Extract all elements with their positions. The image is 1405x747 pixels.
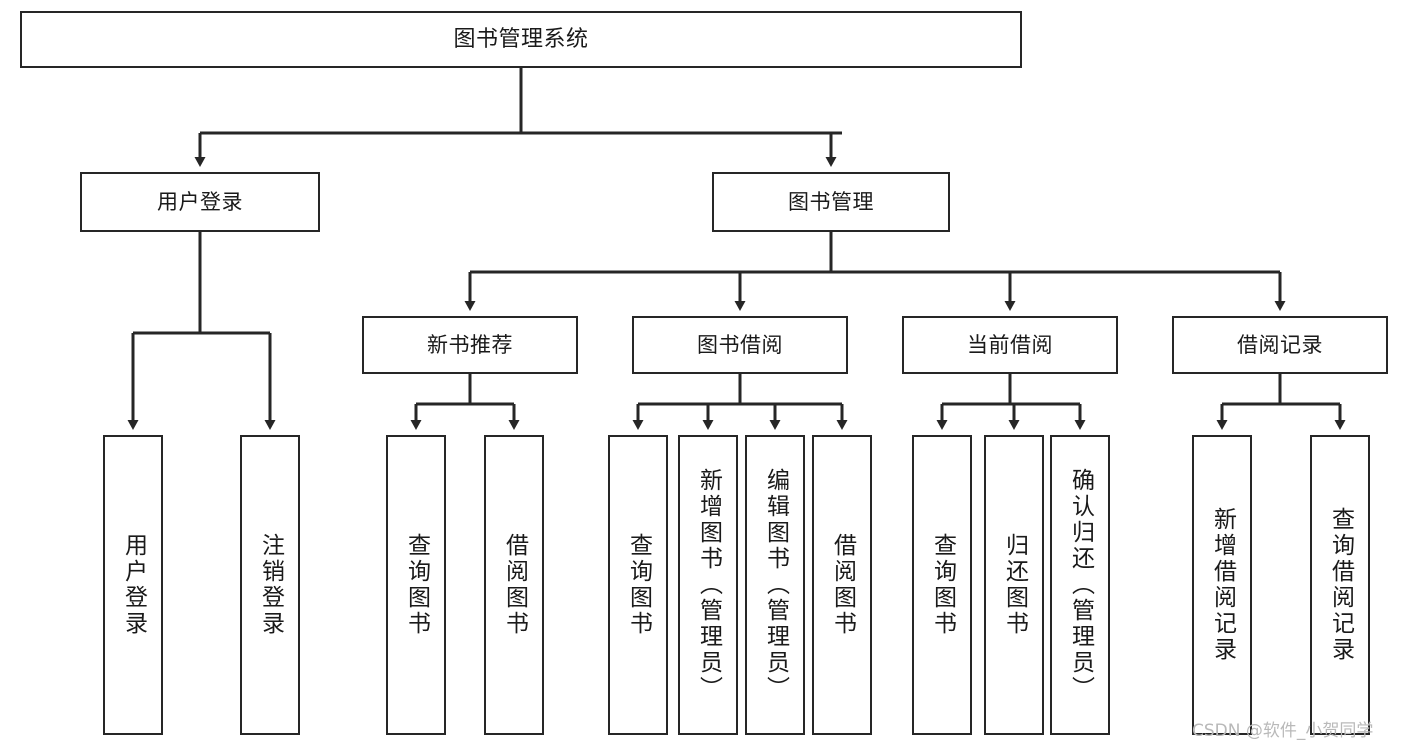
node-book-borrow[interactable]: 图书借阅 xyxy=(632,316,848,374)
node-leaf-logout-label: 注销登录 xyxy=(257,533,284,637)
node-root-label: 图书管理系统 xyxy=(453,26,589,52)
node-leaf-add-book-label: 新增图书（管理员） xyxy=(695,468,722,702)
node-new-book-rec[interactable]: 新书推荐 xyxy=(362,316,578,374)
node-leaf-borrow-book-2-label: 借阅图书 xyxy=(829,533,856,637)
node-leaf-query-book-1-label: 查询图书 xyxy=(403,533,430,637)
node-borrow-record[interactable]: 借阅记录 xyxy=(1172,316,1388,374)
node-leaf-edit-book-label: 编辑图书（管理员） xyxy=(762,468,789,702)
node-leaf-borrow-book-1-label: 借阅图书 xyxy=(501,533,528,637)
node-leaf-add-record[interactable]: 新增借阅记录 xyxy=(1192,435,1252,735)
node-leaf-query-book-2-label: 查询图书 xyxy=(625,533,652,637)
node-leaf-logout[interactable]: 注销登录 xyxy=(240,435,300,735)
node-leaf-query-record-label: 查询借阅记录 xyxy=(1327,507,1354,663)
node-leaf-query-record[interactable]: 查询借阅记录 xyxy=(1310,435,1370,735)
node-leaf-return-book-label: 归还图书 xyxy=(1001,533,1028,637)
node-leaf-query-book-3[interactable]: 查询图书 xyxy=(912,435,972,735)
node-book-borrow-label: 图书借阅 xyxy=(697,332,783,357)
node-borrow-record-label: 借阅记录 xyxy=(1237,332,1323,357)
node-leaf-user-login[interactable]: 用户登录 xyxy=(103,435,163,735)
node-leaf-query-book-3-label: 查询图书 xyxy=(929,533,956,637)
node-book-manage[interactable]: 图书管理 xyxy=(712,172,950,232)
node-leaf-query-book-2[interactable]: 查询图书 xyxy=(608,435,668,735)
node-root[interactable]: 图书管理系统 xyxy=(20,11,1022,68)
node-user-login[interactable]: 用户登录 xyxy=(80,172,320,232)
node-user-login-label: 用户登录 xyxy=(157,189,243,214)
node-current-borrow[interactable]: 当前借阅 xyxy=(902,316,1118,374)
node-leaf-add-book[interactable]: 新增图书（管理员） xyxy=(678,435,738,735)
node-new-book-rec-label: 新书推荐 xyxy=(427,332,513,357)
node-leaf-confirm-return[interactable]: 确认归还（管理员） xyxy=(1050,435,1110,735)
node-leaf-borrow-book-2[interactable]: 借阅图书 xyxy=(812,435,872,735)
node-current-borrow-label: 当前借阅 xyxy=(967,332,1053,357)
csdn-watermark: CSDN @软件_小贺同学 xyxy=(1192,721,1374,741)
node-leaf-borrow-book-1[interactable]: 借阅图书 xyxy=(484,435,544,735)
node-leaf-user-login-label: 用户登录 xyxy=(120,533,147,637)
node-leaf-add-record-label: 新增借阅记录 xyxy=(1209,507,1236,663)
node-leaf-edit-book[interactable]: 编辑图书（管理员） xyxy=(745,435,805,735)
node-leaf-query-book-1[interactable]: 查询图书 xyxy=(386,435,446,735)
node-leaf-confirm-return-label: 确认归还（管理员） xyxy=(1067,468,1094,702)
node-leaf-return-book[interactable]: 归还图书 xyxy=(984,435,1044,735)
node-book-manage-label: 图书管理 xyxy=(788,189,874,214)
